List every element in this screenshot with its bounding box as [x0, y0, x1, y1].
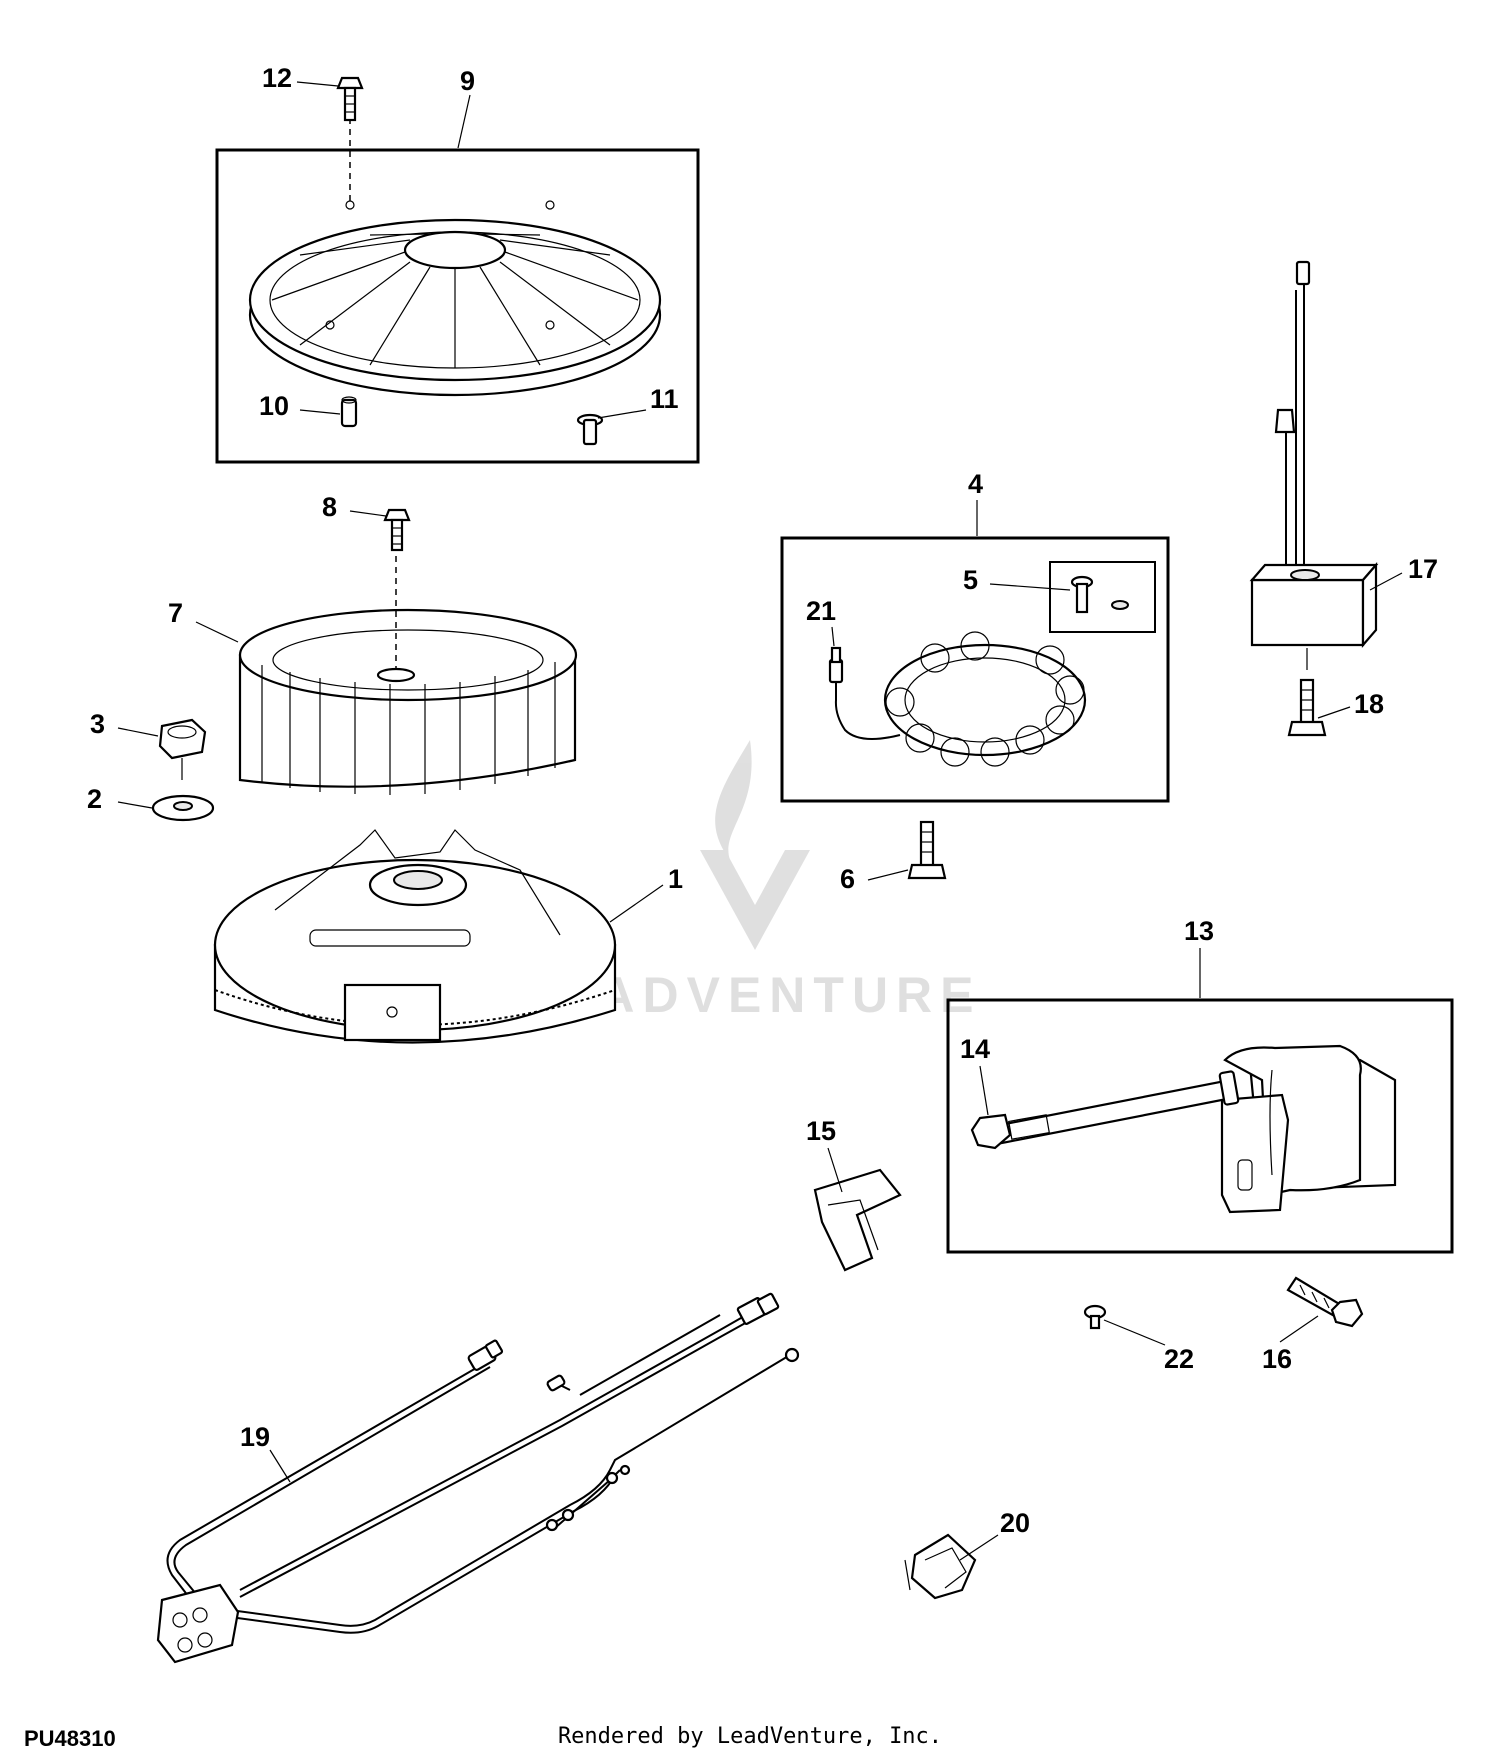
callout-20: 20: [1000, 1508, 1030, 1538]
part-10-pin[interactable]: [340, 396, 358, 428]
part-6-bolt[interactable]: [907, 820, 947, 880]
callout-22: 22: [1164, 1344, 1194, 1374]
callout-8: 8: [322, 492, 337, 522]
figure-code: PU48310: [24, 1726, 116, 1750]
callout-7: 7: [168, 598, 183, 628]
callout-6: 6: [840, 864, 855, 894]
part-9-screen[interactable]: [248, 200, 662, 397]
callout-13: 13: [1184, 916, 1214, 946]
callout-4: 4: [968, 469, 983, 499]
group-box-5: [1049, 561, 1156, 633]
part-1-flywheel[interactable]: [213, 829, 617, 1044]
callout-19: 19: [240, 1422, 270, 1452]
part-3-nut[interactable]: [158, 718, 207, 760]
callout-21: 21: [806, 596, 836, 626]
part-20-clip[interactable]: [904, 1533, 977, 1600]
part-5-screw-washer[interactable]: [1070, 575, 1129, 614]
callout-14: 14: [960, 1034, 990, 1064]
callout-16: 16: [1262, 1344, 1292, 1374]
leader-lines: [117, 81, 1403, 1561]
callout-5: 5: [963, 565, 978, 595]
callout-2: 2: [87, 784, 102, 814]
stator-lead-wire: [828, 646, 901, 740]
callout-1: 1: [668, 864, 683, 894]
callout-11: 11: [650, 384, 679, 414]
part-2-washer[interactable]: [151, 794, 215, 822]
part-7-fan[interactable]: [238, 608, 578, 795]
part-14-spark-plug-lead[interactable]: [970, 1070, 1240, 1150]
part-19-wiring-harness[interactable]: [156, 1292, 800, 1664]
callout-9: 9: [460, 66, 475, 96]
part-22-screw[interactable]: [1083, 1304, 1107, 1330]
part-11-stud[interactable]: [576, 413, 604, 446]
callout-12: 12: [262, 63, 292, 93]
part-13-ignition-coil[interactable]: [1220, 1044, 1397, 1214]
part-18-bolt[interactable]: [1287, 678, 1327, 737]
callout-17: 17: [1408, 554, 1438, 584]
part-21-stator-stator-coil[interactable]: [883, 631, 1087, 767]
callout-18: 18: [1354, 689, 1384, 719]
part-8-bolt[interactable]: [383, 508, 411, 552]
callout-10: 10: [259, 391, 289, 421]
callout-labels: 12 9 10 11 8 7 3 2 1 4 5 21 6 17 18 13 1…: [87, 63, 1438, 1538]
part-16-bolt[interactable]: [1286, 1276, 1364, 1328]
part-15-boot[interactable]: [813, 1168, 902, 1272]
callout-15: 15: [806, 1116, 836, 1146]
part-12-bolt[interactable]: [336, 76, 364, 122]
group-box-13: [946, 998, 1454, 1254]
part-17-rectifier[interactable]: [1249, 260, 1379, 648]
rendered-by-credit: Rendered by LeadVenture, Inc.: [557, 1724, 943, 1749]
callout-3: 3: [90, 709, 105, 739]
group-box-4: [780, 536, 1170, 803]
group-box-9: [215, 148, 700, 464]
